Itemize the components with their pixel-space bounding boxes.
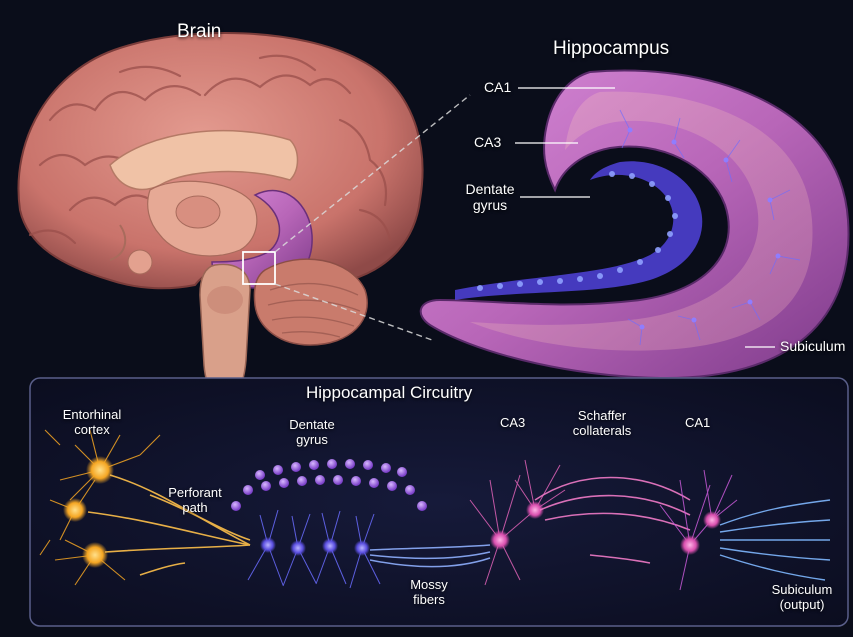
brain-label: Brain (177, 21, 221, 42)
entorhinal-cortex-label: Entorhinal cortex (52, 408, 132, 437)
circuitry-title: Hippocampal Circuitry (306, 383, 472, 402)
circuit-ca1-label: CA1 (685, 416, 710, 431)
schaffer-collaterals-label: Schaffer collaterals (562, 409, 642, 438)
perforant-path-label: Perforant path (164, 486, 226, 515)
hippocampus-label: Hippocampus (553, 38, 669, 59)
brain-illustration (18, 33, 422, 402)
circuit-dentate-gyrus-label: Dentate gyrus (282, 418, 342, 447)
hippocampus-illustration (421, 70, 849, 378)
ca3-label: CA3 (474, 135, 501, 151)
dentate-gyrus-label: Dentate gyrus (462, 182, 518, 213)
circuit-ca3-label: CA3 (500, 416, 525, 431)
mossy-fibers-label: Mossy fibers (404, 578, 454, 607)
subiculum-output-label: Subiculum (output) (764, 583, 840, 612)
subiculum-label: Subiculum (780, 339, 845, 355)
ca1-label: CA1 (484, 80, 511, 96)
